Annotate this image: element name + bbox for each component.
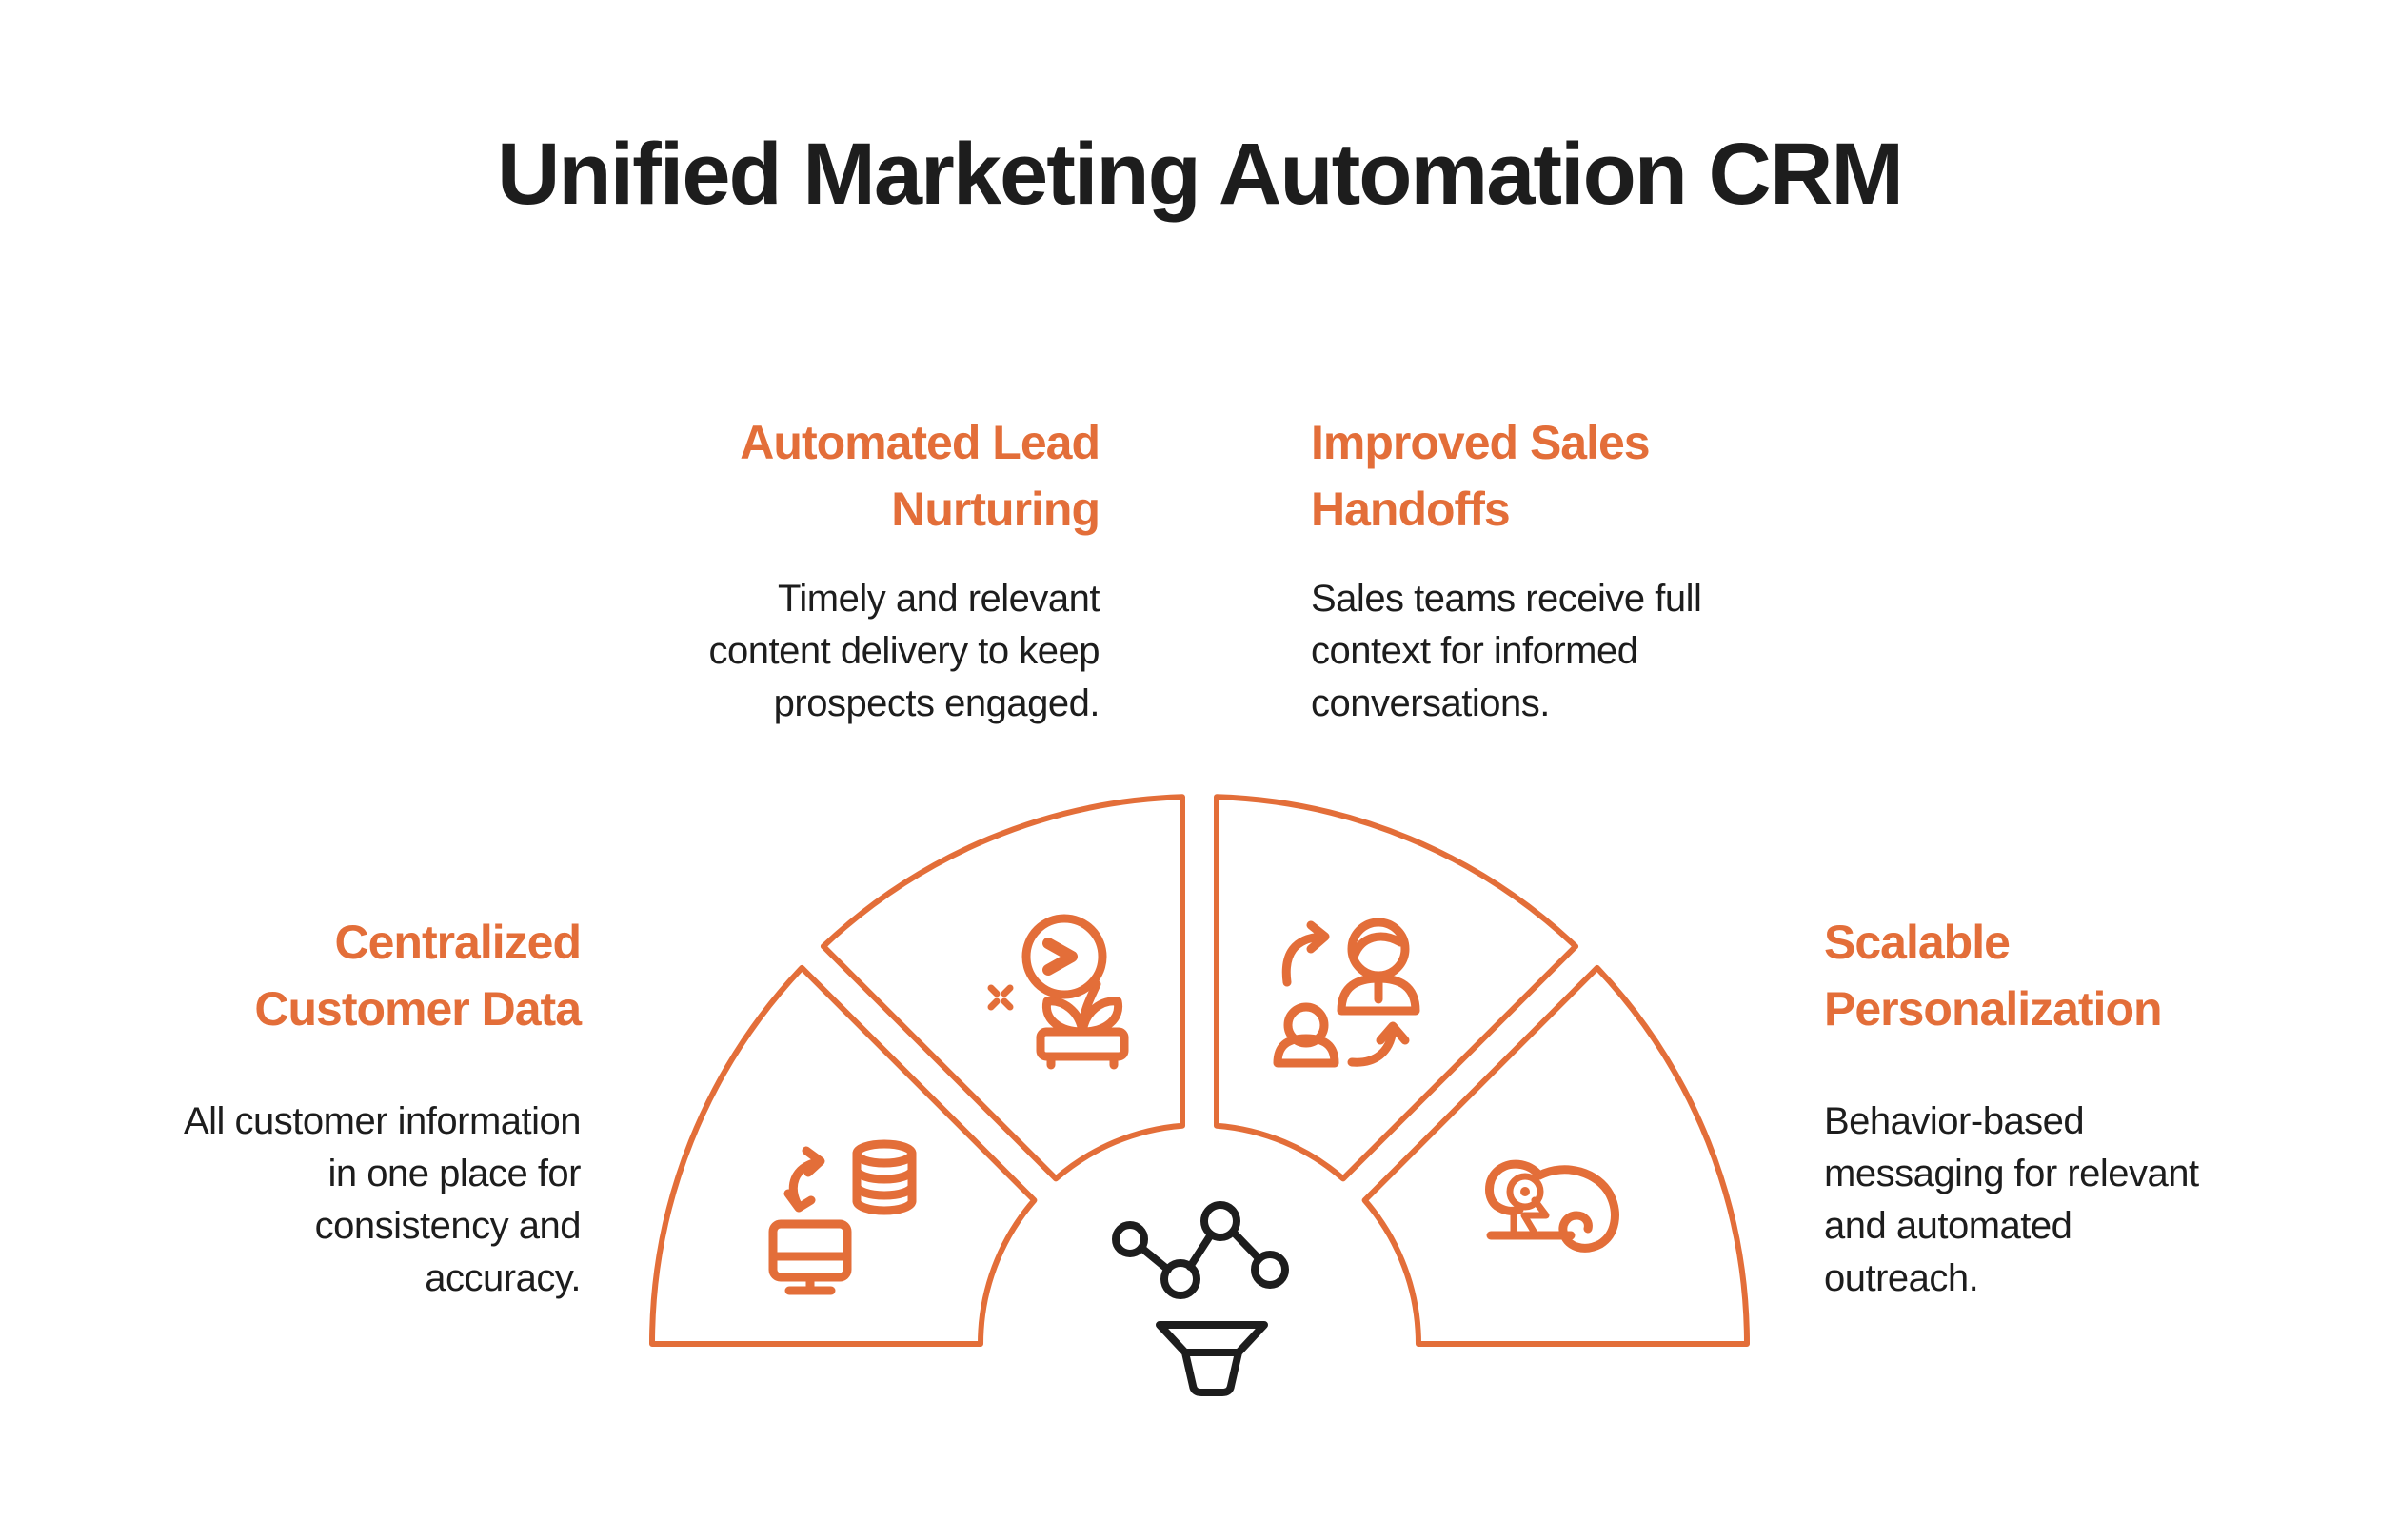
- section-heading: Automated Lead Nurturing: [740, 416, 1100, 536]
- people-handoff-icon: [1273, 918, 1420, 1068]
- network-nodes-icon: [1112, 1201, 1289, 1299]
- funnel-icon: [1156, 1321, 1268, 1396]
- monitor-database-sync-icon: [768, 1139, 917, 1295]
- section-improved-sales-handoffs: Improved Sales Handoffs Sales teams rece…: [1311, 409, 1844, 730]
- fan-segments: [649, 794, 1750, 1347]
- section-scalable-personalization: Scalable Personalization Behavior-based …: [1824, 909, 2357, 1305]
- section-heading: Improved Sales Handoffs: [1311, 416, 1651, 536]
- chameleon-icon: [1485, 1159, 1619, 1253]
- fan-segment-improved-sales-handoffs: [1214, 794, 1579, 1182]
- section-body: Timely and relevant content delivery to …: [708, 578, 1100, 724]
- section-heading: Centralized Customer Data: [254, 916, 582, 1036]
- fan-segment-automated-lead-nurturing: [820, 794, 1185, 1182]
- section-heading: Scalable Personalization: [1824, 916, 2163, 1036]
- flower-growth-icon: [987, 914, 1129, 1070]
- section-centralized-customer-data: Centralized Customer Data All customer i…: [48, 909, 582, 1305]
- section-automated-lead-nurturing: Automated Lead Nurturing Timely and rele…: [605, 409, 1100, 730]
- section-body: Sales teams receive full context for inf…: [1311, 578, 1702, 724]
- fan-segment-scalable-personalization: [1361, 964, 1750, 1347]
- section-body: Behavior-based messaging for relevant an…: [1824, 1100, 2199, 1299]
- page-title: Unified Marketing Automation CRM: [496, 126, 1904, 223]
- fan-segment-centralized-customer-data: [649, 964, 1038, 1347]
- sparkle-icon: [987, 984, 1014, 1011]
- section-body: All customer information in one place fo…: [183, 1100, 582, 1299]
